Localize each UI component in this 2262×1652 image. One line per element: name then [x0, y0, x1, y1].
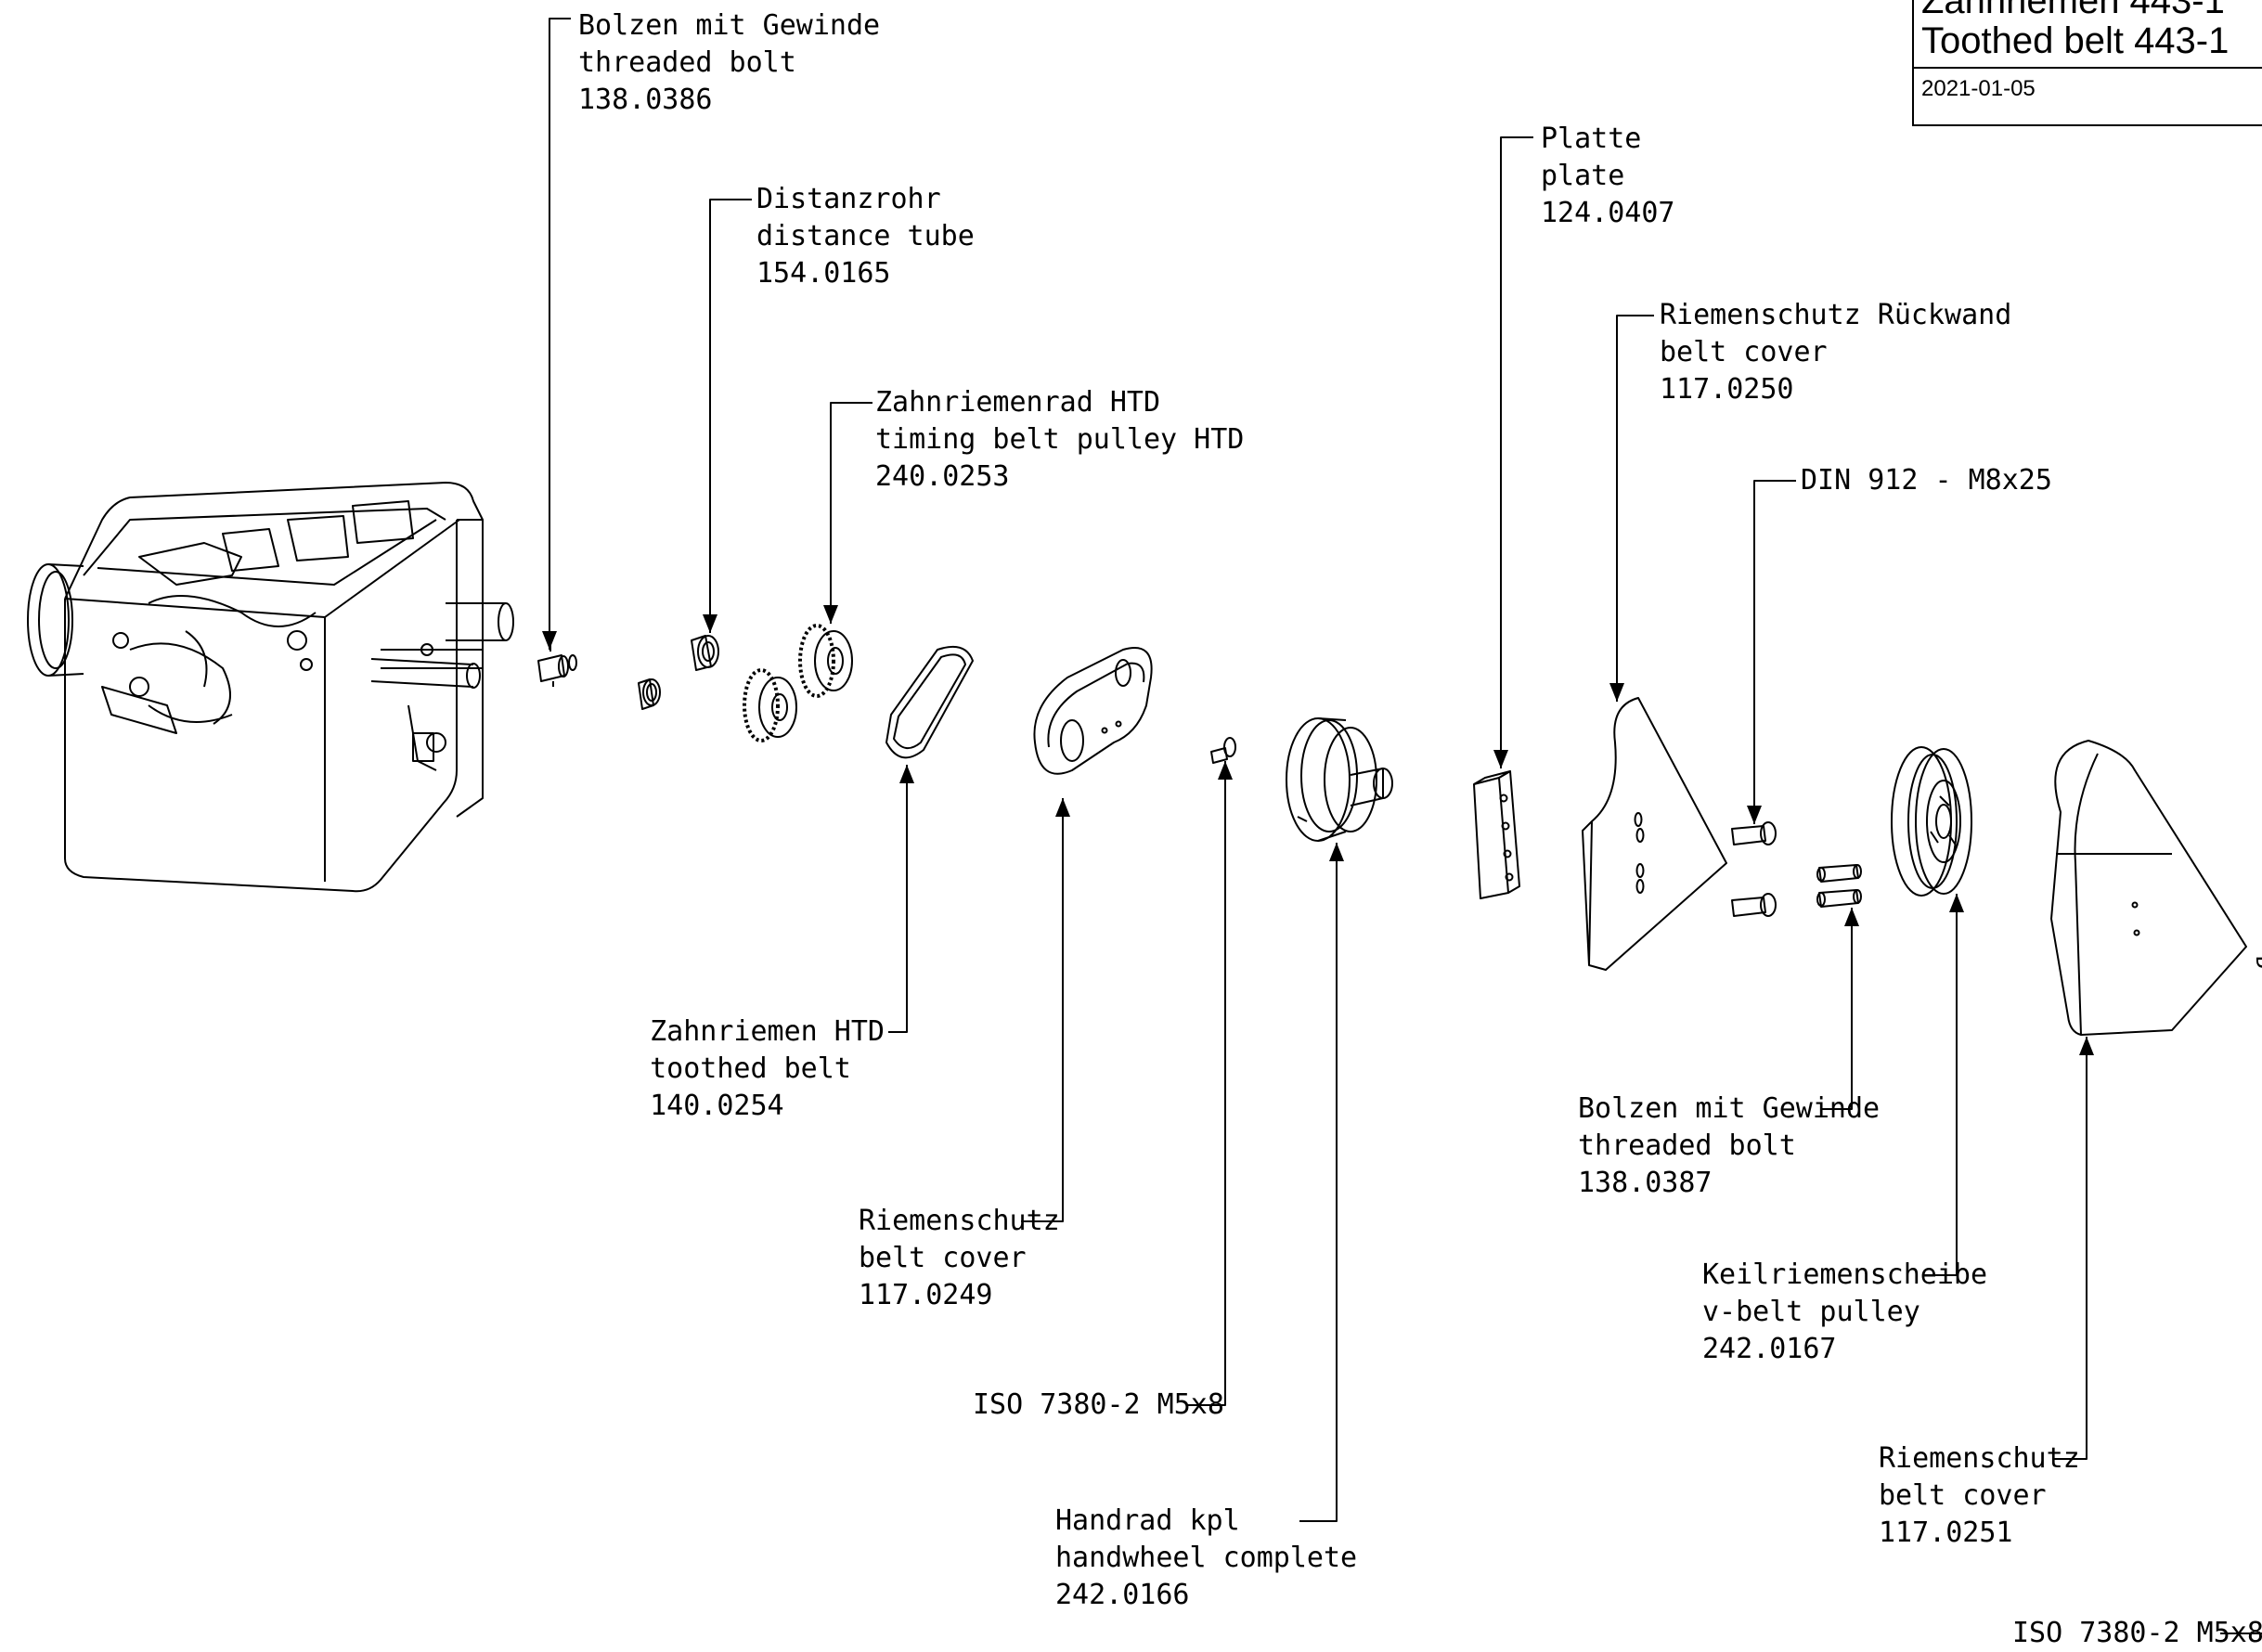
timing-belt-pulley-part: [743, 624, 853, 742]
leader-lines: [542, 18, 2262, 1634]
callout-part-number: 117.0250: [1660, 373, 1794, 406]
iso-7380-screw-part: [1210, 737, 1236, 764]
title-date: 2021-01-05: [1921, 76, 2036, 101]
callout-part-number: 138.0387: [1578, 1167, 1713, 1199]
callout-german: Riemenschutz: [1879, 1442, 2080, 1475]
callout-english: belt cover: [859, 1242, 1027, 1274]
edge-text: D: [2251, 956, 2262, 969]
callout-german: Bolzen mit Gewinde: [1578, 1092, 1881, 1125]
toothed-belt-part: [885, 646, 974, 759]
callout-german: Riemenschutz: [859, 1205, 1060, 1237]
callout-german: Distanzrohr: [756, 183, 941, 215]
callout-german: ISO 7380-2 M5x8: [2012, 1617, 2262, 1649]
belt-cover-rear-part: [1582, 697, 1727, 971]
callout-english: threaded bolt: [1578, 1129, 1796, 1162]
callout-english: threaded bolt: [578, 46, 796, 79]
callout-threaded-bolt-138-0387: Bolzen mit Gewinde threaded bolt 138.038…: [1578, 1091, 1880, 1202]
callout-english: v-belt pulley: [1702, 1296, 1920, 1328]
callout-german: Platte: [1541, 123, 1642, 155]
callout-german: Zahnriemenrad HTD: [875, 386, 1161, 419]
callout-part-number: 117.0251: [1879, 1516, 2013, 1549]
callout-part-number: 242.0167: [1702, 1333, 1837, 1365]
callout-belt-cover-rear: Riemenschutz Rückwand belt cover 117.025…: [1660, 297, 2011, 408]
callout-english: belt cover: [1879, 1479, 2047, 1512]
callout-english: toothed belt: [650, 1052, 851, 1085]
callout-english: handwheel complete: [1055, 1542, 1358, 1574]
title-block: Zahnriemen 443-1 Toothed belt 443-1 2021…: [1912, 0, 2262, 126]
din-912-screws-part: [1731, 821, 1777, 917]
callout-distance-tube: Distanzrohr distance tube 154.0165: [756, 181, 975, 292]
callout-english: belt cover: [1660, 336, 1828, 368]
callout-din-912: DIN 912 - M8x25: [1801, 462, 2052, 499]
distance-tube-part: [638, 635, 719, 710]
threaded-bolt-part: [537, 640, 577, 687]
callout-part-number: 124.0407: [1541, 197, 1675, 229]
callout-toothed-belt: Zahnriemen HTD toothed belt 140.0254: [650, 1013, 885, 1125]
machine-housing: [27, 482, 514, 893]
callout-german: ISO 7380-2 M5x8: [973, 1388, 1224, 1421]
callout-iso-7380-lower: ISO 7380-2 M5x8: [2012, 1615, 2262, 1652]
callout-threaded-bolt-138-0386: Bolzen mit Gewinde threaded bolt 138.038…: [578, 7, 880, 119]
callout-german: Handrad kpl: [1055, 1504, 1240, 1537]
callout-german: DIN 912 - M8x25: [1801, 464, 2052, 497]
title-german: Zahnriemen 443-1: [1914, 0, 2262, 15]
threaded-bolt-138-0387-part: [1816, 864, 1862, 908]
callout-part-number: 117.0249: [859, 1279, 993, 1311]
callout-belt-cover-117-0249: Riemenschutz belt cover 117.0249: [859, 1203, 1060, 1314]
belt-cover-117-0249-part: [1033, 647, 1153, 775]
callout-part-number: 240.0253: [875, 460, 1010, 493]
callout-english: plate: [1541, 160, 1625, 192]
callout-german: Zahnriemen HTD: [650, 1015, 885, 1048]
callout-part-number: 242.0166: [1055, 1579, 1190, 1611]
callout-part-number: 140.0254: [650, 1090, 784, 1122]
callout-german: Keilriemenscheibe: [1702, 1258, 1988, 1291]
v-belt-pulley-part: [1891, 746, 1972, 897]
callout-handwheel: Handrad kpl handwheel complete 242.0166: [1055, 1503, 1357, 1614]
callout-plate: Platte plate 124.0407: [1541, 121, 1675, 232]
callout-german: Bolzen mit Gewinde: [578, 9, 881, 42]
callout-part-number: 138.0386: [578, 84, 713, 116]
callout-iso-7380-upper: ISO 7380-2 M5x8: [973, 1387, 1224, 1424]
callout-timing-belt-pulley: Zahnriemenrad HTD timing belt pulley HTD…: [875, 384, 1244, 496]
callout-belt-cover-117-0251: Riemenschutz belt cover 117.0251: [1879, 1440, 2080, 1552]
handwheel-part: [1286, 717, 1393, 842]
belt-cover-117-0251-part: [2050, 740, 2247, 1036]
callout-german: Riemenschutz Rückwand: [1660, 299, 2012, 331]
callout-english: distance tube: [756, 220, 975, 252]
callout-v-belt-pulley: Keilriemenscheibe v-belt pulley 242.0167: [1702, 1257, 1987, 1368]
plate-part: [1473, 770, 1520, 899]
title-english: Toothed belt 443-1: [1914, 15, 2262, 69]
callout-english: timing belt pulley HTD: [875, 423, 1245, 456]
callout-part-number: 154.0165: [756, 257, 891, 290]
